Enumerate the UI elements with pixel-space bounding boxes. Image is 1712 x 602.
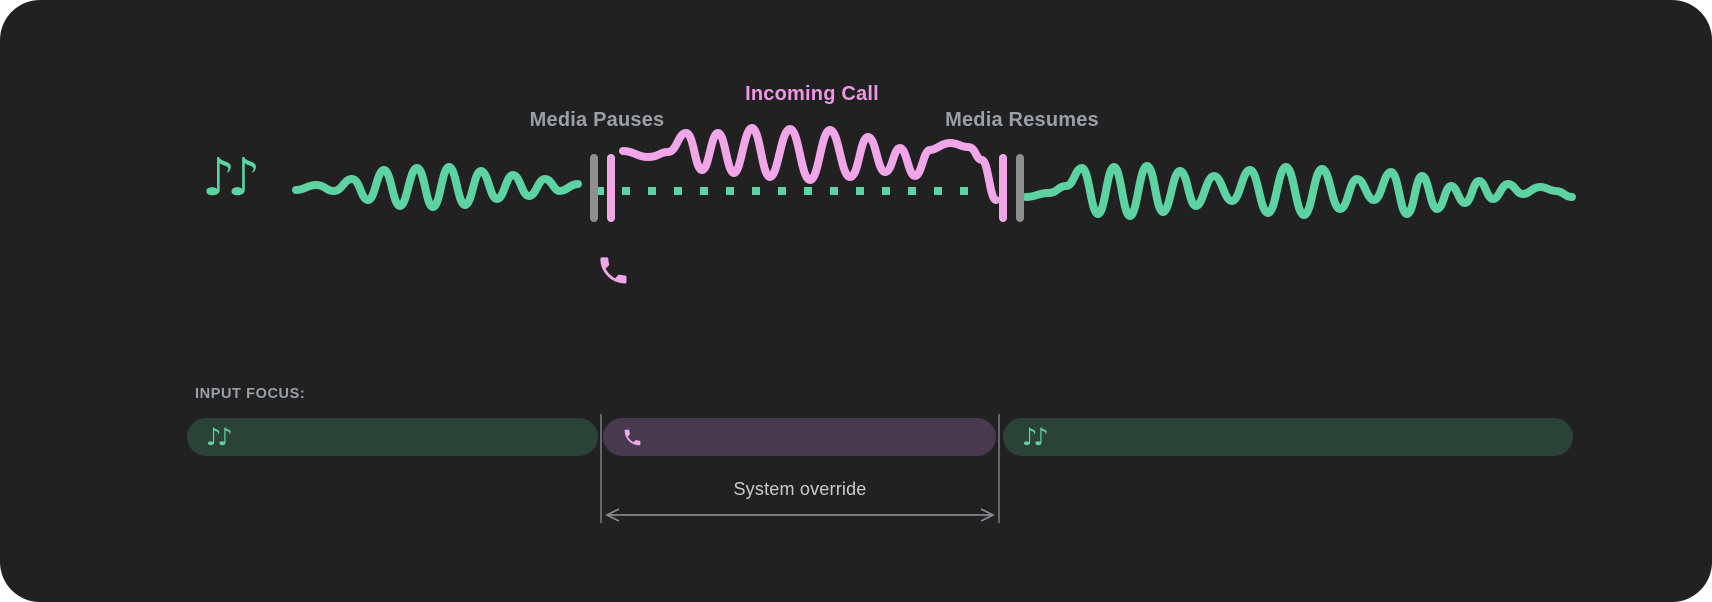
media-wave-before	[292, 163, 582, 211]
phone-icon	[600, 257, 627, 284]
music-notes-icon: ♪♪	[1022, 423, 1049, 451]
system-override-label: System override	[733, 479, 867, 499]
media-wave-after	[1022, 162, 1576, 220]
phone-icon	[624, 429, 641, 445]
resume-marker-media	[1016, 154, 1024, 222]
incoming-call-label: Incoming Call	[745, 83, 879, 105]
media-resumes-label: Media Resumes	[945, 109, 1099, 131]
media-pauses-label: Media Pauses	[529, 109, 665, 131]
music-notes-icon: ♪♪	[202, 148, 260, 208]
call-focus-bar	[603, 418, 996, 456]
system-override-arrow	[604, 508, 996, 522]
media-focus-bar-after: ♪♪	[1003, 418, 1573, 456]
incoming-call-wave	[619, 124, 1000, 204]
pause-marker-call	[607, 154, 615, 222]
resume-marker-call	[999, 154, 1007, 222]
pause-marker-media	[590, 154, 598, 222]
media-focus-bar-before: ♪♪	[187, 418, 598, 456]
input-focus-label: INPUT FOCUS:	[195, 386, 306, 402]
music-notes-icon: ♪♪	[206, 423, 233, 451]
